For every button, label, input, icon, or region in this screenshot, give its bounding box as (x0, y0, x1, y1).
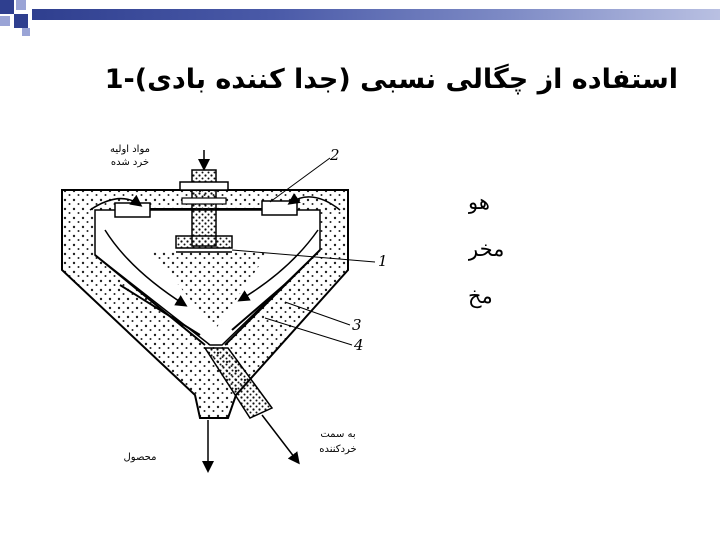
feed-label-line1: مواد اولیه (110, 144, 150, 155)
to-crusher-label-line2: خردکننده (319, 444, 356, 455)
product-label: محصول (124, 452, 157, 463)
bullet-item: هو (468, 190, 490, 214)
coarse-outlet-chute (203, 347, 274, 419)
label-number-4: 4 (353, 336, 364, 354)
air-classifier-diagram: مواد اولیه خرد شده محصول به سمت خردکننده… (61, 144, 388, 473)
bullet-item: مخ (468, 284, 493, 308)
bullet-list: هو مخر مخ (468, 182, 558, 323)
label-number-3: 3 (352, 316, 362, 334)
feed-label-line2: خرد شده (111, 157, 149, 168)
slide-title: استفاده از چگالی نسبی (جدا کننده بادی)-1 (104, 64, 678, 95)
bullet-item: مخر (468, 237, 505, 261)
label-number-2: 2 (329, 146, 340, 164)
label-number-1: 1 (378, 252, 388, 270)
to-crusher-label-line1: به سمت (320, 429, 355, 440)
header-bar (32, 9, 720, 20)
